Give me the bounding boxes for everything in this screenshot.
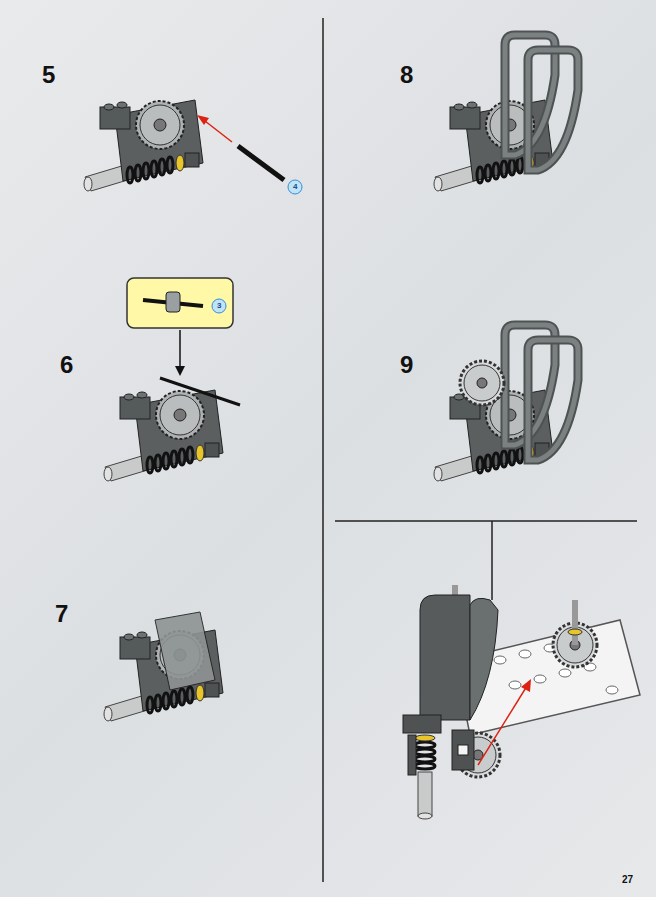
cover-plate (155, 612, 215, 690)
callout-circle (288, 180, 302, 194)
step-number: 7 (55, 601, 68, 627)
arrowhead (175, 366, 185, 376)
page-number: 27 (622, 874, 633, 886)
arrow (179, 330, 181, 368)
callout-number: 4 (293, 182, 297, 192)
step-number: 5 (42, 62, 55, 88)
divider (491, 521, 493, 600)
axle (238, 146, 284, 180)
arrow (478, 686, 527, 765)
arrowhead (521, 679, 531, 692)
liftarm-frame (528, 340, 578, 460)
divider (335, 520, 637, 522)
axle (160, 378, 240, 405)
mechanism (104, 390, 223, 481)
arrowhead (197, 115, 209, 125)
liftarm-frame (528, 50, 578, 170)
callout-number: 3 (217, 301, 221, 311)
step-number: 6 (60, 352, 73, 378)
callout-circle (212, 299, 226, 313)
step-number: 8 (400, 62, 413, 88)
gear (460, 361, 504, 405)
mechanism (84, 100, 203, 191)
divider (322, 18, 324, 882)
bush (166, 292, 180, 312)
assembly (403, 585, 640, 819)
arrow (205, 121, 232, 142)
step-number: 9 (400, 352, 413, 378)
callout-box (127, 278, 233, 328)
